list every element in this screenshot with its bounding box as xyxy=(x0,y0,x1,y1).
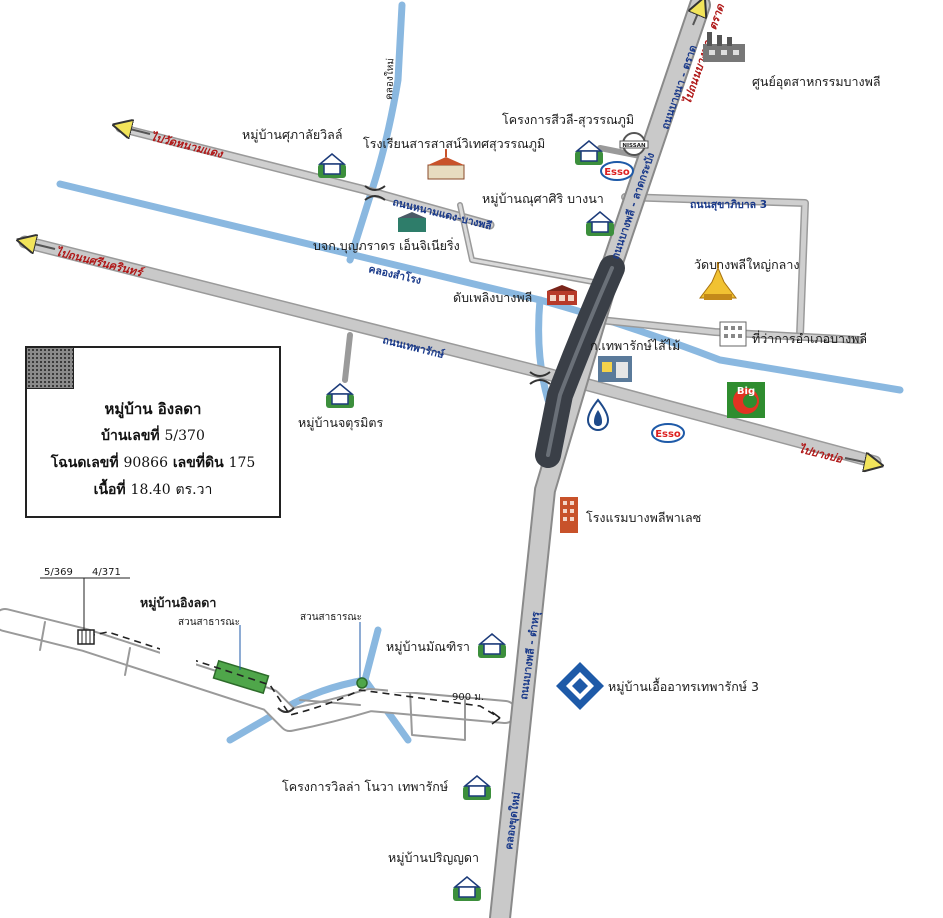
public-park-1-area xyxy=(212,659,270,695)
inglada-route xyxy=(40,577,501,725)
label-inglada-village: หมู่บ้านอิงลดา xyxy=(140,595,216,611)
roads xyxy=(0,123,882,741)
market-building-icon xyxy=(598,356,632,382)
road-label-sukhaphiban3: ถนนสุขาภิบาล 3 xyxy=(690,199,767,212)
label-sawi-suvarnabhumi: โครงการสีวลี-สุวรรณภูมิ xyxy=(502,112,634,128)
factory-building-icon xyxy=(398,212,426,232)
info-land-label: เลขที่ดิน xyxy=(172,455,224,471)
label-industrial-center: ศูนย์อุตสาหกรรมบางพลี xyxy=(752,74,881,90)
ua-athorn-logo-icon xyxy=(556,662,604,710)
temple-icon xyxy=(699,262,737,300)
ptt-logo-icon xyxy=(586,398,610,432)
label-house-b: 4/371 xyxy=(92,567,121,578)
label-jaturamitr: หมู่บ้านจตุรมิตร xyxy=(298,415,383,431)
label-public-park-2: สวนสาธารณะ xyxy=(300,612,362,623)
house-icon-villa-nova xyxy=(462,775,492,800)
label-district-office: ที่ว่าการอำเภอบางพลี xyxy=(752,330,867,346)
info-area-label: เนื้อที่ xyxy=(93,482,126,498)
label-distance: 900 ม. xyxy=(452,692,484,703)
hotel-icon xyxy=(560,497,578,533)
property-info-box: หมู่บ้าน อิงลดา บ้านเลขที่ 5/370 โฉนดเลข… xyxy=(25,346,281,518)
canal-label-khlong-mai: คลองใหม่ xyxy=(383,58,396,100)
label-public-park-1: สวนสาธารณะ xyxy=(178,617,240,628)
label-villa-nova: โครงการวิลล่า โนวา เทพารักษ์ xyxy=(282,779,448,794)
big-c-logo-icon: Big xyxy=(727,382,765,418)
canal-center-branch xyxy=(535,296,552,404)
esso-logo-south-text: Esso xyxy=(655,429,681,440)
label-house-a: 5/369 xyxy=(44,567,73,578)
direction-label-srinakarin: ไปถนนศรีนครินทร์ xyxy=(54,244,146,280)
route-dashed-line xyxy=(87,631,501,719)
label-school: โรงเรียนสารสาสน์วิเทศสุวรรณภูมิ xyxy=(363,136,545,152)
label-nasiri-bangna: หมู่บ้านณุศาศิริ บางนา xyxy=(482,191,604,207)
esso-logo-south-icon: Esso xyxy=(651,423,685,443)
info-land-value: 175 xyxy=(228,455,256,471)
label-wat-bangphli-yai: วัดบางพลีใหญ่กลาง xyxy=(694,257,799,272)
info-deed: โฉนดเลขที่ 90866 เลขที่ดิน 175 xyxy=(27,450,279,477)
house-icon-jaturamitr xyxy=(325,383,355,408)
info-village: หมู่บ้าน อิงลดา xyxy=(104,400,202,418)
info-house-no: บ้านเลขที่ 5/370 xyxy=(27,423,279,450)
house-icon-manthira xyxy=(477,633,507,658)
info-area: เนื้อที่ 18.40 ตร.วา xyxy=(27,477,279,504)
info-area-unit: ตร.วา xyxy=(175,482,213,498)
public-park-2-marker xyxy=(356,677,368,689)
house-icon-nasiri xyxy=(585,211,615,236)
info-deed-value: 90866 xyxy=(123,455,168,471)
house-icon-sawi xyxy=(574,140,604,165)
label-parinyada: หมู่บ้านปริญญดา xyxy=(388,850,479,866)
big-c-logo-text: Big xyxy=(737,386,755,397)
info-deed-label: โฉนดเลขที่ xyxy=(50,455,119,471)
label-boonyaphat: บจก.บุญภราดร เอ็นจิเนียริ่ง xyxy=(313,237,460,254)
label-manthira: หมู่บ้านมัณฑิรา xyxy=(386,639,470,655)
government-building-icon xyxy=(719,321,747,347)
legend-swatch xyxy=(27,348,74,389)
nissan-logo-icon: NISSAN xyxy=(619,132,649,156)
label-fire-station: ดับเพลิงบางพลี xyxy=(453,290,532,305)
esso-logo-north-icon: Esso xyxy=(600,161,634,181)
highway xyxy=(489,0,711,918)
label-hotel: โรงแรมบางพลีพาเลซ xyxy=(586,510,701,525)
esso-logo-north-text: Esso xyxy=(604,167,630,178)
bridges xyxy=(277,185,551,713)
school-icon xyxy=(427,149,465,180)
nissan-logo-text: NISSAN xyxy=(622,143,646,149)
house-icon-supalai xyxy=(317,153,347,178)
direction-label-wat-nammaendaeng: ไปวัดหนามแดง xyxy=(149,129,225,161)
canal-khlong-mai xyxy=(346,1,406,264)
property-info-lines: หมู่บ้าน อิงลดา บ้านเลขที่ 5/370 โฉนดเลข… xyxy=(27,396,279,504)
info-house-no-value: 5/370 xyxy=(164,428,205,444)
fire-station-icon xyxy=(547,285,577,305)
label-supalai-villa: หมู่บ้านศุภาลัยวิลล์ xyxy=(242,127,343,143)
label-thepharak-sai-mai: ก.เทพารักษ์ไส้ไม้ xyxy=(590,338,680,353)
house-icon-parinyada xyxy=(452,876,482,901)
label-ua-athorn: หมู่บ้านเอื้ออาทรเทพารักษ์ 3 xyxy=(608,677,759,695)
info-house-no-label: บ้านเลขที่ xyxy=(101,428,160,444)
info-area-value: 18.40 xyxy=(130,482,171,498)
factory-icon xyxy=(703,32,745,62)
direction-arrows xyxy=(26,6,874,464)
